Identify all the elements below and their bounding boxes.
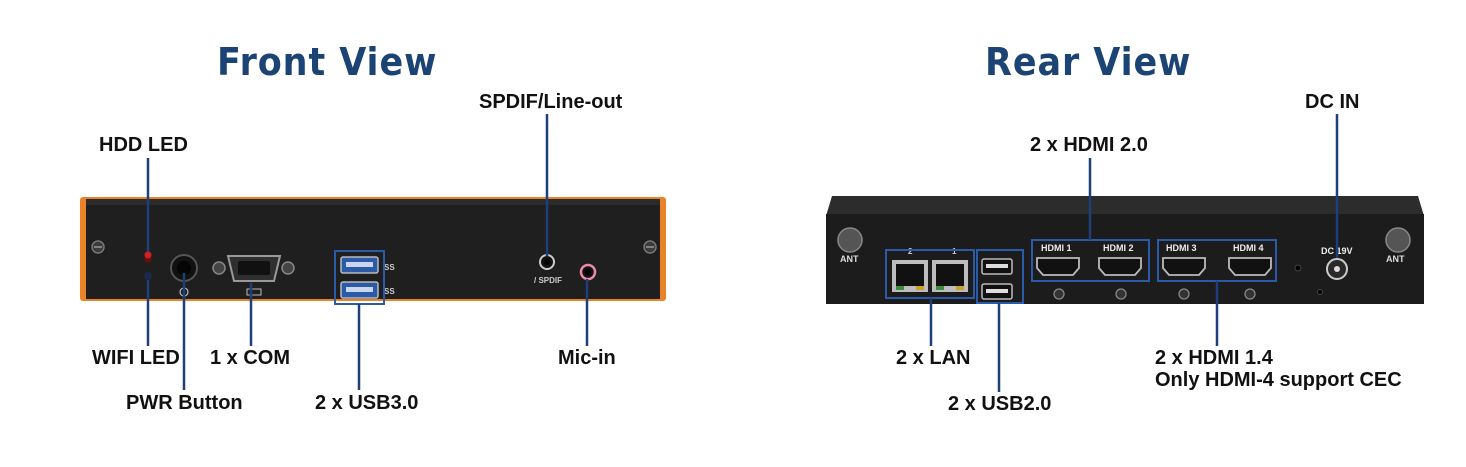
rear-view-title: Rear View [985, 40, 1192, 84]
wifi-led-icon [144, 272, 152, 280]
screw-icon [1244, 288, 1256, 300]
screw-icon [1178, 288, 1190, 300]
pwr-button-label: PWR Button [126, 392, 243, 414]
power-button-icon[interactable] [170, 254, 198, 297]
usb3-label: 2 x USB3.0 [315, 392, 419, 414]
hdmi14-label-line1: 2 x HDMI 1.4 [1155, 347, 1273, 369]
antenna-connector-icon [837, 227, 863, 253]
hdd-led-label: HDD LED [99, 134, 188, 156]
lan-port-icon [892, 260, 928, 292]
ant-left-text: ANT [840, 254, 859, 264]
lan2-text: 2 [908, 247, 913, 256]
front-callout-lines [144, 114, 589, 390]
spdif-jack-icon [539, 254, 555, 270]
hdmi1-text: HDMI 1 [1041, 243, 1072, 253]
hdmi-port-icon [1162, 257, 1206, 276]
spdif-label: SPDIF/Line-out [479, 91, 623, 113]
mic-in-label: Mic-in [558, 347, 616, 369]
usb3-port-icon [340, 281, 379, 299]
lan1-text: 1 [952, 247, 957, 256]
lan-port-icon [932, 260, 968, 292]
screw-icon [643, 240, 657, 254]
front-view-title: Front View [217, 40, 438, 84]
ss-mark: SS [384, 287, 395, 296]
ant-right-text: ANT [1386, 254, 1405, 264]
vent-hole [1294, 264, 1302, 272]
antenna-connector-icon [1385, 227, 1411, 253]
hdmi4-text: HDMI 4 [1233, 243, 1264, 253]
front-panel: SS SS / SPDIF [80, 197, 666, 305]
usb3-port-icon [340, 256, 379, 274]
screw-icon [91, 240, 105, 254]
hdmi3-text: HDMI 3 [1166, 243, 1197, 253]
rear-panel: ANT ANT 2 1 HDM [826, 196, 1424, 304]
wifi-led-label: WIFI LED [92, 347, 180, 369]
vent-hole [1317, 289, 1323, 295]
hdmi2-text: HDMI 2 [1103, 243, 1134, 253]
ss-mark: SS [384, 263, 395, 272]
usb2-label: 2 x USB2.0 [948, 393, 1052, 415]
com-label: 1 x COM [210, 347, 291, 369]
dc-in-label: DC IN [1305, 91, 1360, 113]
hdmi14-label-line2: Only HDMI-4 support CEC [1155, 369, 1402, 391]
hdmi-port-icon [1036, 257, 1080, 276]
hdmi-port-icon [1228, 257, 1272, 276]
lan-label: 2 x LAN [896, 347, 971, 369]
hdmi-port-icon [1098, 257, 1142, 276]
spdif-mark: / SPDIF [534, 276, 562, 285]
mic-jack-icon [579, 263, 597, 281]
dc-jack-icon [1326, 258, 1348, 280]
usb2-port-icon [981, 258, 1013, 275]
usb2-port-icon [981, 283, 1013, 300]
com-port-icon [212, 255, 295, 296]
rear-callout-lines [929, 114, 1339, 392]
screw-icon [1115, 288, 1127, 300]
hdmi20-label: 2 x HDMI 2.0 [1030, 134, 1148, 156]
screw-icon [1053, 288, 1065, 300]
